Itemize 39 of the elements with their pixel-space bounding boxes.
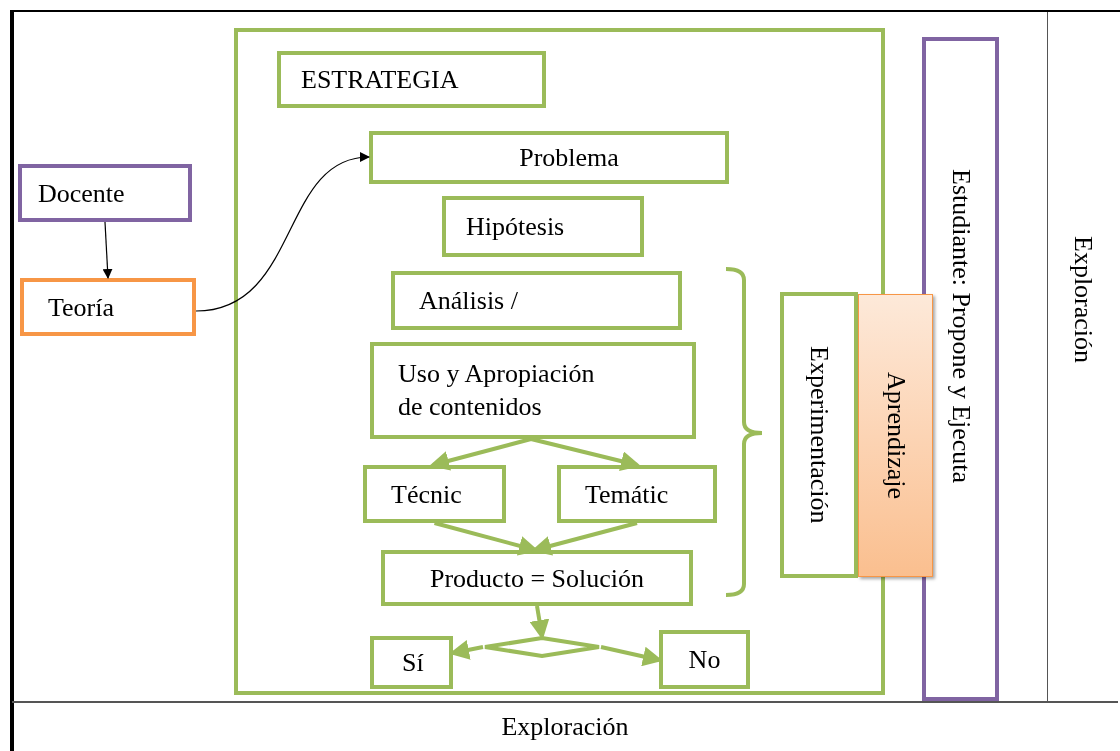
node-text: Estudiante: Propone y Ejecuta bbox=[947, 169, 974, 484]
process-box bbox=[381, 550, 693, 606]
arrow bbox=[102, 221, 113, 279]
theory-box bbox=[20, 278, 196, 336]
node-text: Sí bbox=[402, 647, 424, 679]
node-text: Docente bbox=[38, 177, 125, 210]
strategy-frame bbox=[234, 28, 885, 695]
process-box bbox=[780, 292, 858, 578]
arrow bbox=[529, 605, 550, 640]
process-box bbox=[557, 465, 717, 523]
arrow bbox=[429, 437, 532, 471]
student-box bbox=[922, 37, 999, 701]
process-box bbox=[363, 465, 506, 523]
learning-box bbox=[858, 294, 933, 577]
process-box bbox=[442, 196, 644, 257]
arrow bbox=[530, 437, 641, 471]
node-text: Temátic bbox=[585, 478, 669, 511]
node-text: Teoría bbox=[48, 291, 115, 324]
node-text: Uso y Apropiación de contenidos bbox=[398, 358, 596, 423]
node-text: ESTRATEGIA bbox=[301, 64, 459, 96]
process-box bbox=[369, 131, 729, 184]
node-text: Análisis / bbox=[419, 285, 518, 317]
decision-diamond bbox=[483, 636, 601, 658]
node-text: Exploración bbox=[501, 710, 629, 743]
node-text: No bbox=[688, 644, 721, 676]
node-text: Aprendizaje bbox=[882, 371, 909, 499]
node-text: Exploración bbox=[1070, 236, 1096, 364]
node-text: Producto = Solución bbox=[430, 562, 644, 595]
outcome-box bbox=[659, 630, 750, 689]
node-text: Hipótesis bbox=[466, 211, 565, 243]
node-text: Problema bbox=[519, 142, 619, 174]
role-box bbox=[18, 164, 192, 222]
process-box bbox=[370, 342, 696, 439]
node-text: Técnic bbox=[391, 478, 462, 511]
node-text: Experimentación bbox=[806, 346, 832, 524]
title-box bbox=[277, 51, 546, 108]
outcome-box bbox=[370, 636, 453, 689]
arrow bbox=[195, 153, 370, 312]
process-box bbox=[391, 271, 682, 330]
